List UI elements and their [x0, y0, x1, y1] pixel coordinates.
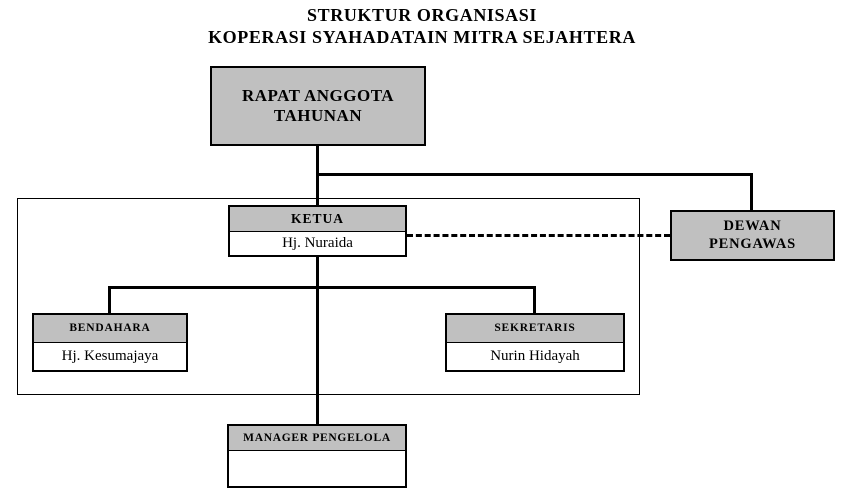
connector-rat-to-dewan-horizontal	[316, 173, 753, 176]
node-manager-pengelola-title: MANAGER PENGELOLA	[229, 426, 405, 450]
node-rapat-anggota-tahunan[interactable]: RAPAT ANGGOTA TAHUNAN	[210, 66, 426, 146]
chart-title: STRUKTUR ORGANISASI KOPERASI SYAHADATAIN…	[0, 4, 844, 48]
connector-sibling-bus-horizontal	[108, 286, 536, 289]
node-sekretaris-name: Nurin Hidayah	[447, 342, 623, 370]
connector-bus-to-bendahara-vertical	[108, 286, 111, 313]
node-rapat-anggota-label-1: RAPAT ANGGOTA	[241, 85, 395, 105]
connector-ketua-dewan-dashed	[407, 234, 670, 237]
node-dewan-pengawas-label-1: DEWAN	[723, 218, 782, 235]
node-bendahara[interactable]: BENDAHARA Hj. Kesumajaya	[32, 313, 188, 372]
node-bendahara-name: Hj. Kesumajaya	[34, 342, 186, 370]
node-ketua-title: KETUA	[230, 207, 405, 231]
connector-bus-to-sekretaris-vertical	[533, 286, 536, 313]
node-ketua[interactable]: KETUA Hj. Nuraida	[228, 205, 407, 257]
management-group-container	[17, 198, 640, 395]
node-rapat-anggota-label-2: TAHUNAN	[273, 106, 363, 125]
node-dewan-pengawas-label-2: PENGAWAS	[709, 235, 796, 252]
connector-to-manager-vertical	[316, 286, 319, 424]
node-manager-pengelola[interactable]: MANAGER PENGELOLA	[227, 424, 407, 488]
node-sekretaris[interactable]: SEKRETARIS Nurin Hidayah	[445, 313, 625, 372]
title-line-1: STRUKTUR ORGANISASI	[307, 5, 537, 25]
connector-rat-to-dewan-vertical	[750, 173, 753, 210]
node-bendahara-title: BENDAHARA	[34, 315, 186, 342]
node-manager-pengelola-name	[229, 450, 405, 486]
node-dewan-pengawas[interactable]: DEWAN PENGAWAS	[670, 210, 835, 261]
title-line-2: KOPERASI SYAHADATAIN MITRA SEJAHTERA	[208, 27, 636, 47]
connector-ketua-down-vertical	[316, 257, 319, 288]
node-sekretaris-title: SEKRETARIS	[447, 315, 623, 342]
node-ketua-name: Hj. Nuraida	[230, 231, 405, 255]
